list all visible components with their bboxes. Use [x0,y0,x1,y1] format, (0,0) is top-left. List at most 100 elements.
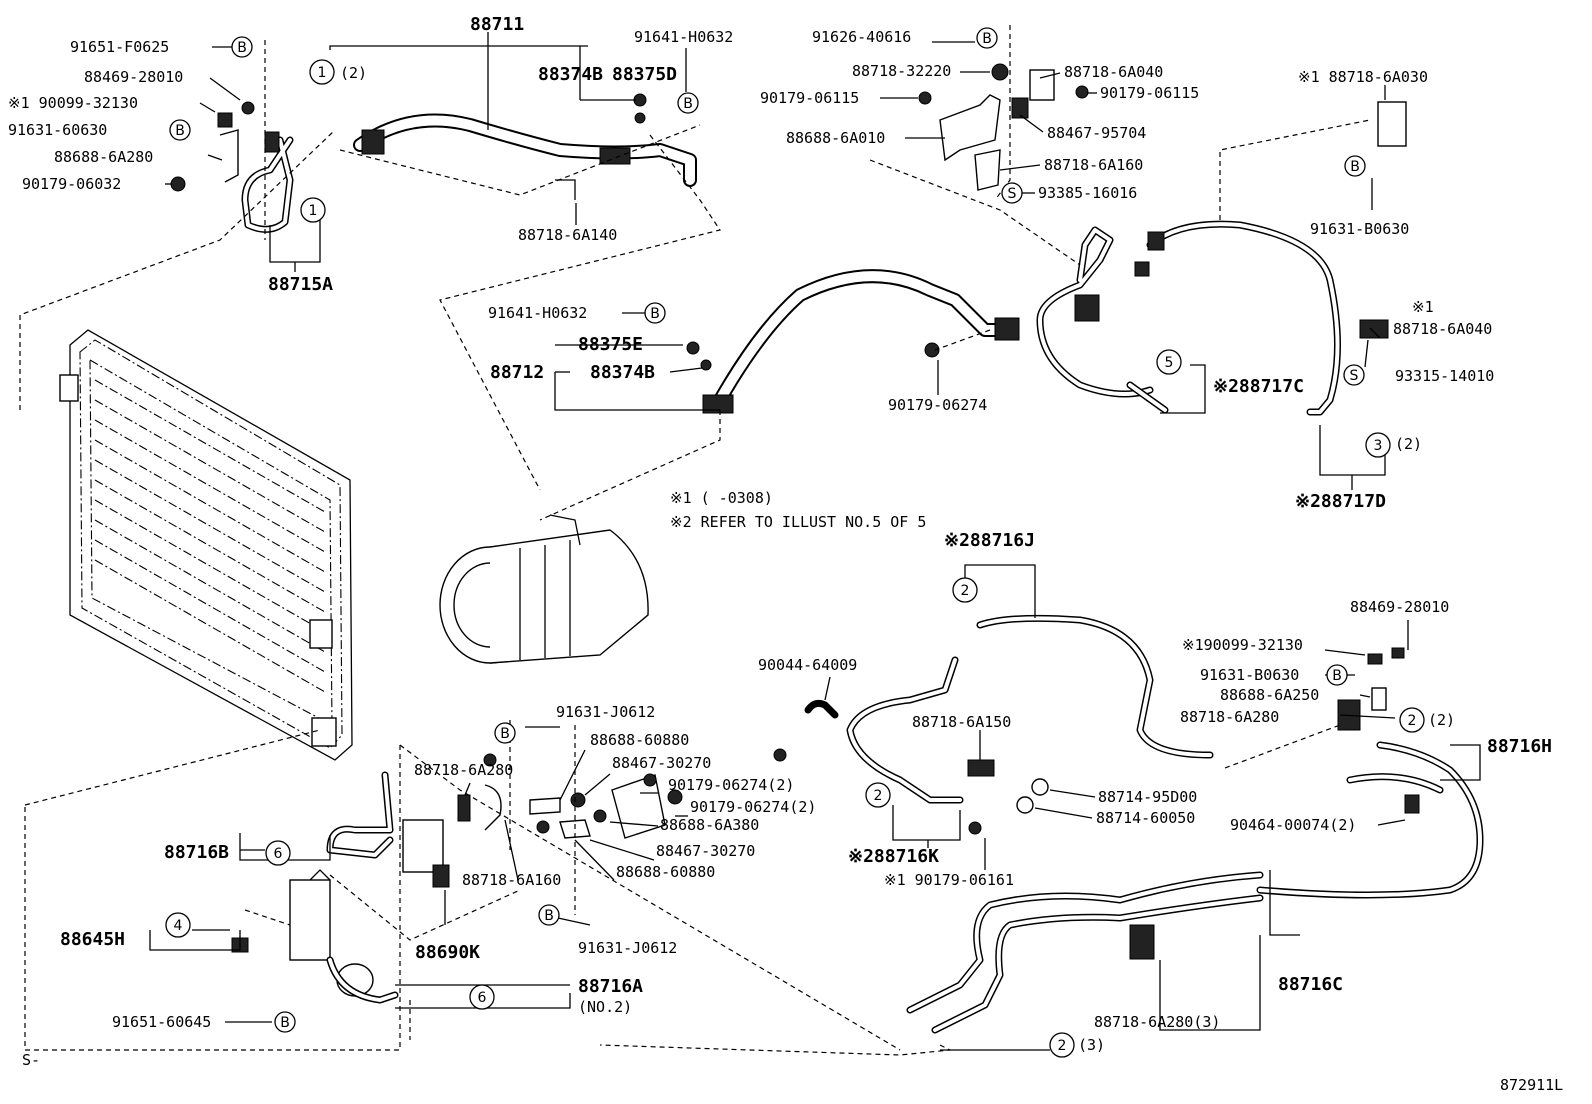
label-qty-2-a: (2) [340,64,367,82]
small-parts-bottom-right [804,647,1420,960]
compressor [439,514,649,664]
label-88718-6a280-b: 88718-6A280 [1180,708,1279,726]
diagram-id: 872911L [1500,1076,1563,1094]
label-88688-6a380: 88688-6A380 [660,816,759,834]
label-90464-00074: 90464-00074(2) [1230,816,1356,834]
label-88469-28010-b: 88469-28010 [1350,598,1449,616]
label-88467-30270-b: 88467-30270 [656,842,755,860]
callout-6-a [265,840,291,866]
callout-5 [1156,349,1182,375]
svg-text:4: 4 [174,918,183,934]
label-88718-6a040-b: 88718-6A040 [1393,320,1492,338]
callout-circles: 1 1 5 3 2 2 2 2 6 6 4 [165,59,1425,1058]
svg-text:6: 6 [478,990,487,1006]
label-88718-32220: 88718-32220 [852,62,951,80]
label-90179-06032: 90179-06032 [22,175,121,193]
callout-4 [165,912,191,938]
label-88716k: ※288716K [848,846,939,867]
label-90044-64009: 90044-64009 [758,656,857,674]
label-88715a: 88715A [268,274,333,295]
callout-2-a [952,577,978,603]
label-88711: 88711 [470,14,524,35]
label-88718-6a040-b-mark: ※1 [1412,298,1434,316]
label-88467-30270-a: 88467-30270 [612,754,711,772]
svg-text:6: 6 [274,846,283,862]
label-88688-60880-b: 88688-60880 [616,863,715,881]
label-91641-h0632-b: 91641-H0632 [488,304,587,322]
label-90179-06274-2b: 90179-06274(2) [690,798,816,816]
label-88375e: 88375E [578,334,643,355]
svg-text:S: S [1008,186,1017,202]
label-91631-b0630-a: 91631-B0630 [1310,220,1409,238]
bolt-markers: B B B B S B B S B B B B [169,27,1366,1033]
label-88718-6a160-a: 88718-6A160 [1044,156,1143,174]
svg-text:B: B [500,726,510,742]
svg-text:3: 3 [1374,438,1383,454]
label-93315-14010: 93315-14010 [1395,367,1494,385]
label-88688-6a010: 88688-6A010 [786,129,885,147]
bottom-left-assembly [231,748,787,1004]
svg-text:B: B [982,31,992,47]
label-88716c: 88716C [1278,974,1343,995]
label-qty-2-c: (2) [1428,711,1455,729]
label-91631-j0612-b: 91631-J0612 [578,939,677,957]
label-88717c: ※288717C [1213,376,1304,397]
label-88716a: 88716A [578,976,643,997]
pipe-88715a [241,131,294,233]
svg-text:B: B [544,908,554,924]
pipe-88716k [846,656,964,804]
label-88716a-no2: (NO.2) [578,998,632,1016]
callout-3 [1365,432,1391,458]
pipe-88717d [1134,220,1341,416]
note-2: ※2 REFER TO ILLUST NO.5 OF 5 [670,513,926,531]
label-88467-95704: 88467-95704 [1047,124,1146,142]
label-90179-06274: 90179-06274 [888,396,987,414]
label-88374b-a: 88374B [538,64,603,85]
label-88688-6a250: 88688-6A250 [1220,686,1319,704]
svg-text:B: B [237,40,247,56]
svg-text:B: B [650,306,660,322]
pipe-88717c [1036,226,1169,414]
label-88718-6a280-3: 88718-6A280(3) [1094,1013,1220,1031]
label-88717d: ※288717D [1295,491,1386,512]
svg-text:S: S [1350,368,1359,384]
label-88718-6a140: 88718-6A140 [518,226,617,244]
callout-6-b [469,984,495,1010]
callout-2-c [865,782,891,808]
label-qty-3: (3) [1078,1036,1105,1054]
condenser [59,329,353,761]
pipe-88716h [1256,741,1484,899]
label-88714-95d00: 88714-95D00 [1098,788,1197,806]
label-88374b-b: 88374B [590,362,655,383]
small-parts-top-left [170,93,712,371]
svg-text:B: B [683,96,693,112]
label-90179-06274-2a: 90179-06274(2) [668,776,794,794]
label-91651-f0625: 91651-F0625 [70,38,169,56]
label-91631-60630: 91631-60630 [8,121,107,139]
label-88718-6a030: ※1 88718-6A030 [1298,68,1428,86]
svg-text:2: 2 [1058,1038,1067,1054]
svg-text:B: B [280,1015,290,1031]
callout-2-b [1399,707,1425,733]
label-91631-j0612-a: 91631-J0612 [556,703,655,721]
pipe-88716c [906,871,1264,1034]
label-88716h: 88716H [1487,736,1552,757]
svg-text:1: 1 [309,203,318,219]
label-qty-2-b: (2) [1395,435,1422,453]
label-88718-6a040-a: 88718-6A040 [1064,63,1163,81]
svg-text:1: 1 [318,65,327,81]
svg-text:2: 2 [1408,713,1417,729]
label-90099-32130-b: ※190099-32130 [1182,636,1303,654]
hose-88711 [353,113,697,200]
callout-1-a [309,59,335,85]
pipe-88716j [976,614,1214,759]
label-91626-40616: 91626-40616 [812,28,911,46]
label-88688-60880-a: 88688-60880 [590,731,689,749]
label-88645h: 88645H [60,929,125,950]
callout-2-d [1049,1032,1075,1058]
callout-1-b [300,197,326,223]
label-88718-6a280-c: 88718-6A280 [414,761,513,779]
label-93385-16016: 93385-16016 [1038,184,1137,202]
hose-88712 [702,269,1020,414]
